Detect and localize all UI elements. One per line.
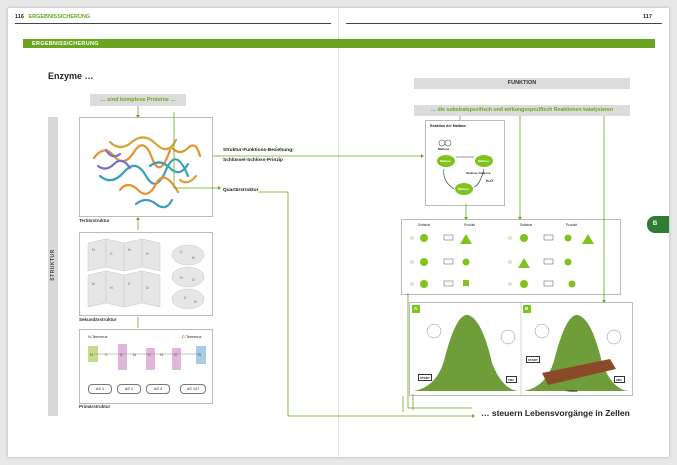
page-gutter [338, 8, 339, 457]
maltase-label-3: Maltase [458, 187, 470, 191]
relation-line-1: Struktur-Funktions-Beziehung; [223, 148, 294, 153]
left-header-rule [15, 23, 331, 24]
glukose-label: Glukose Glukose [466, 171, 491, 175]
amino-acid-label: AS 2 [117, 384, 141, 394]
amino-acid-label: AS 147 [180, 384, 206, 394]
svg-text:O: O [146, 286, 149, 290]
chapter-tab: B [647, 216, 669, 233]
svg-text:C: C [105, 352, 108, 357]
svg-text:C: C [120, 352, 123, 357]
energy-panels-box: A B START ZIEL START ZIEL TUNNEL [409, 302, 633, 396]
svg-text:N: N [92, 282, 95, 286]
ziel-label-b: ZIEL [614, 376, 625, 383]
svg-text:H: H [110, 286, 113, 290]
maltase-label-2: Maltase [478, 159, 490, 163]
maltase-box-title: Reaktion der Maltase [430, 124, 466, 128]
svg-text:C: C [128, 282, 131, 286]
svg-text:H: H [180, 276, 183, 280]
secondary-structure-diagram: H C N H N H C O C N H O C N [87, 238, 205, 310]
panel-b-label: B [525, 306, 529, 311]
tertiary-structure-box [79, 117, 213, 217]
final-statement-text: … steuern Lebensvorgänge in Zellen [481, 408, 630, 418]
svg-text:C: C [110, 252, 113, 256]
quartiary-caption: Quartärstruktur [223, 188, 259, 193]
svg-text:O: O [192, 278, 195, 282]
svg-text:C: C [174, 352, 177, 357]
activation-energy-illustration [412, 303, 628, 395]
water-label: H₂O [486, 179, 493, 183]
svg-text:O: O [198, 352, 201, 357]
specificity-header: Produkt [566, 223, 577, 227]
maltase-label-1: Maltase [440, 159, 452, 163]
chapter-tab-label: B [652, 221, 658, 227]
left-subtitle: … sind komplexe Proteine … [90, 94, 186, 106]
n-terminus-label: N-Terminus [88, 335, 108, 339]
right-header-rule [346, 23, 662, 24]
svg-text:C: C [184, 296, 187, 300]
tertiary-caption: Tertiärstruktur [79, 218, 110, 223]
specificity-box: Substrat Produkt Substrat Produkt [401, 219, 621, 295]
primary-structure-box: N-Terminus C-Terminus N C C N C N C O AS 1 AS … [79, 329, 213, 404]
c-terminus-label: C-Terminus [182, 335, 202, 339]
svg-text:N: N [133, 352, 136, 357]
final-statement: … steuern Lebensvorgänge in Zellen [481, 408, 630, 418]
svg-text:C: C [148, 352, 151, 357]
page-title: Enzyme … [48, 71, 94, 81]
secondary-structure-box: H C N H N H C O C N H O C N [79, 232, 213, 316]
maltase-reaction-box: Reaktion der Maltase Maltose Maltase Mal… [425, 120, 505, 206]
maltose-label: Maltose [438, 147, 450, 151]
ziel-label-a: ZIEL [506, 376, 517, 383]
svg-text:N: N [128, 248, 131, 252]
start-label-a: START [418, 374, 432, 381]
start-label-b: START [526, 356, 540, 363]
funktion-subtitle: … die substratspezifisch und wirkungsspe… [414, 105, 630, 116]
section-band-label: ERGEBNISSICHERUNG [32, 40, 99, 47]
secondary-caption: Sekundärstruktur [79, 317, 117, 322]
svg-text:C: C [180, 250, 183, 254]
right-page-number: 117 [643, 14, 652, 20]
svg-text:N: N [90, 352, 93, 357]
specificity-diagram [410, 234, 594, 288]
svg-text:N: N [160, 352, 163, 357]
svg-text:H: H [146, 252, 149, 256]
specificity-header: Substrat [520, 223, 532, 227]
book-spread: 116 ERGEBNISSICHERUNG 117 ERGEBNISSICHER… [8, 8, 669, 457]
svg-text:N: N [192, 256, 195, 260]
tunnel-label: TUNNEL [566, 389, 579, 393]
svg-text:H: H [92, 248, 95, 252]
amino-acid-label: AS 1 [88, 384, 112, 394]
primary-caption: Primärstruktur [79, 404, 111, 409]
panel-a-label: A [414, 306, 418, 311]
protein-ribbon-image [92, 136, 202, 209]
left-section-name: ERGEBNISSICHERUNG [28, 14, 91, 20]
struktur-sidebar: STRUKTUR [48, 117, 58, 416]
section-band: ERGEBNISSICHERUNG [23, 39, 655, 48]
amino-acid-label: AS 3 [146, 384, 170, 394]
left-running-header: 116 ERGEBNISSICHERUNG [15, 14, 90, 20]
funktion-header: FUNKTION [414, 78, 630, 89]
struktur-label: STRUKTUR [50, 249, 56, 281]
svg-text:N: N [194, 300, 197, 304]
maltase-cycle-diagram [437, 139, 493, 195]
relation-line-2: Schlüssel-Schloss-Prinzip [223, 158, 283, 163]
left-page-number: 116 [15, 14, 24, 20]
